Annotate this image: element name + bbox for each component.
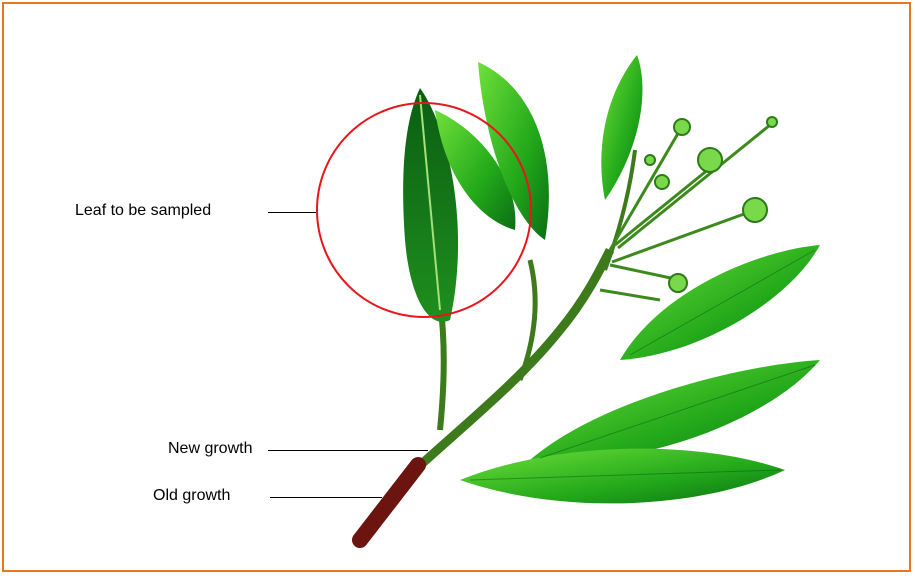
label-new-growth: New growth <box>168 440 252 458</box>
leader-old-growth <box>270 497 382 498</box>
label-leaf-to-be-sampled: Leaf to be sampled <box>75 202 211 220</box>
label-old-growth: Old growth <box>153 487 230 505</box>
leader-new-growth <box>268 450 428 451</box>
leader-leaf <box>268 212 316 213</box>
stem-old-growth <box>360 465 418 540</box>
